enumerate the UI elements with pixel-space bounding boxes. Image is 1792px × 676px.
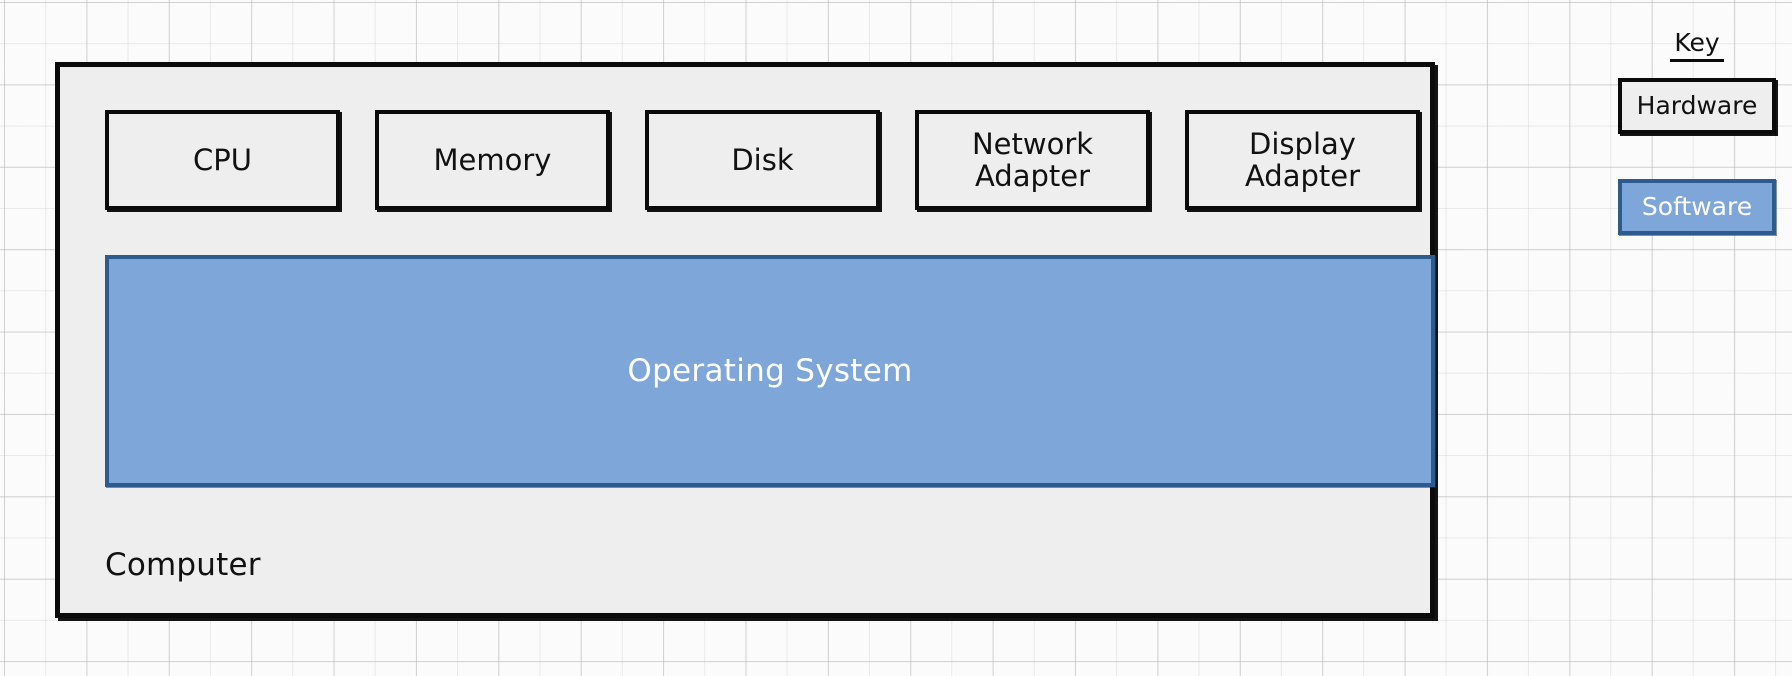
node-cpu-label: CPU — [193, 142, 252, 177]
node-memory[interactable]: Memory — [375, 110, 610, 210]
key-entry-hardware[interactable]: Hardware — [1618, 78, 1776, 134]
node-cpu[interactable]: CPU — [105, 110, 340, 210]
key-entry-software[interactable]: Software — [1618, 179, 1776, 235]
key-title: Key — [1618, 28, 1776, 57]
node-operating-system[interactable]: Operating System — [105, 255, 1435, 487]
node-memory-label: Memory — [433, 142, 552, 177]
node-operating-system-label: Operating System — [627, 352, 913, 389]
computer-container-label: Computer — [105, 547, 261, 583]
node-disk[interactable]: Disk — [645, 110, 880, 210]
node-disk-label: Disk — [731, 142, 794, 177]
key-entry-software-label: Software — [1641, 192, 1753, 221]
key-legend: Key Hardware Software — [1618, 28, 1776, 235]
key-title-label: Key — [1674, 28, 1720, 57]
key-entry-hardware-label: Hardware — [1636, 91, 1758, 120]
